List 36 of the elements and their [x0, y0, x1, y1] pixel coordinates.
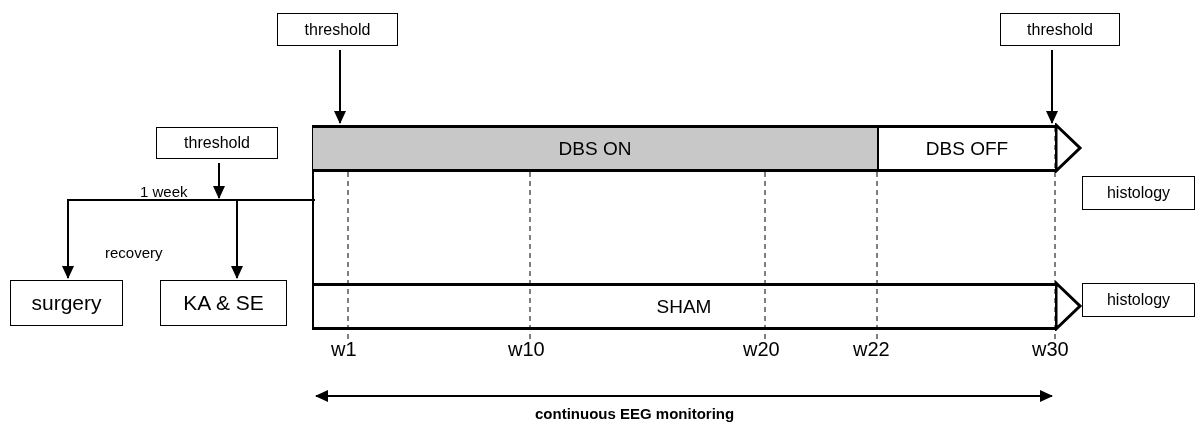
label-box — [1000, 13, 1120, 46]
label-box — [1082, 176, 1195, 210]
node-text: histology — [1106, 291, 1171, 309]
timeline-bar — [877, 125, 1055, 172]
label-box — [160, 280, 287, 326]
node-text: surgery — [31, 291, 102, 315]
week-label: w22 — [853, 338, 890, 361]
node-text: DBS ON — [558, 137, 632, 160]
node-text: KA & SE — [183, 291, 264, 315]
node-text: threshold — [1027, 20, 1093, 39]
week-label: w1 — [331, 338, 357, 361]
node-text: DBS OFF — [925, 137, 1009, 160]
node-text: histology — [1106, 184, 1171, 202]
node-text: SHAM — [656, 295, 712, 318]
timeline-line — [67, 199, 315, 201]
chevron-arrow — [1054, 281, 1082, 331]
node-text: threshold — [184, 134, 250, 152]
label-box — [277, 13, 398, 46]
chevron-arrow — [1054, 123, 1082, 173]
label-box — [156, 127, 278, 159]
duration-label: 1 week — [140, 183, 188, 200]
arrow — [213, 162, 225, 199]
arrow — [62, 200, 74, 279]
arrow — [231, 200, 243, 279]
timeline-bar — [313, 283, 1055, 330]
arrow — [334, 49, 346, 124]
week-label: w20 — [743, 338, 780, 361]
node-text: threshold — [304, 20, 371, 39]
week-label: w30 — [1032, 338, 1069, 361]
timeline-bar — [313, 125, 877, 172]
phase-label: recovery — [105, 244, 163, 261]
label-box — [1082, 283, 1195, 317]
axis-title: continuous EEG monitoring — [535, 405, 735, 422]
label-box — [10, 280, 123, 326]
week-label: w10 — [508, 338, 545, 361]
arrow — [1046, 49, 1058, 124]
